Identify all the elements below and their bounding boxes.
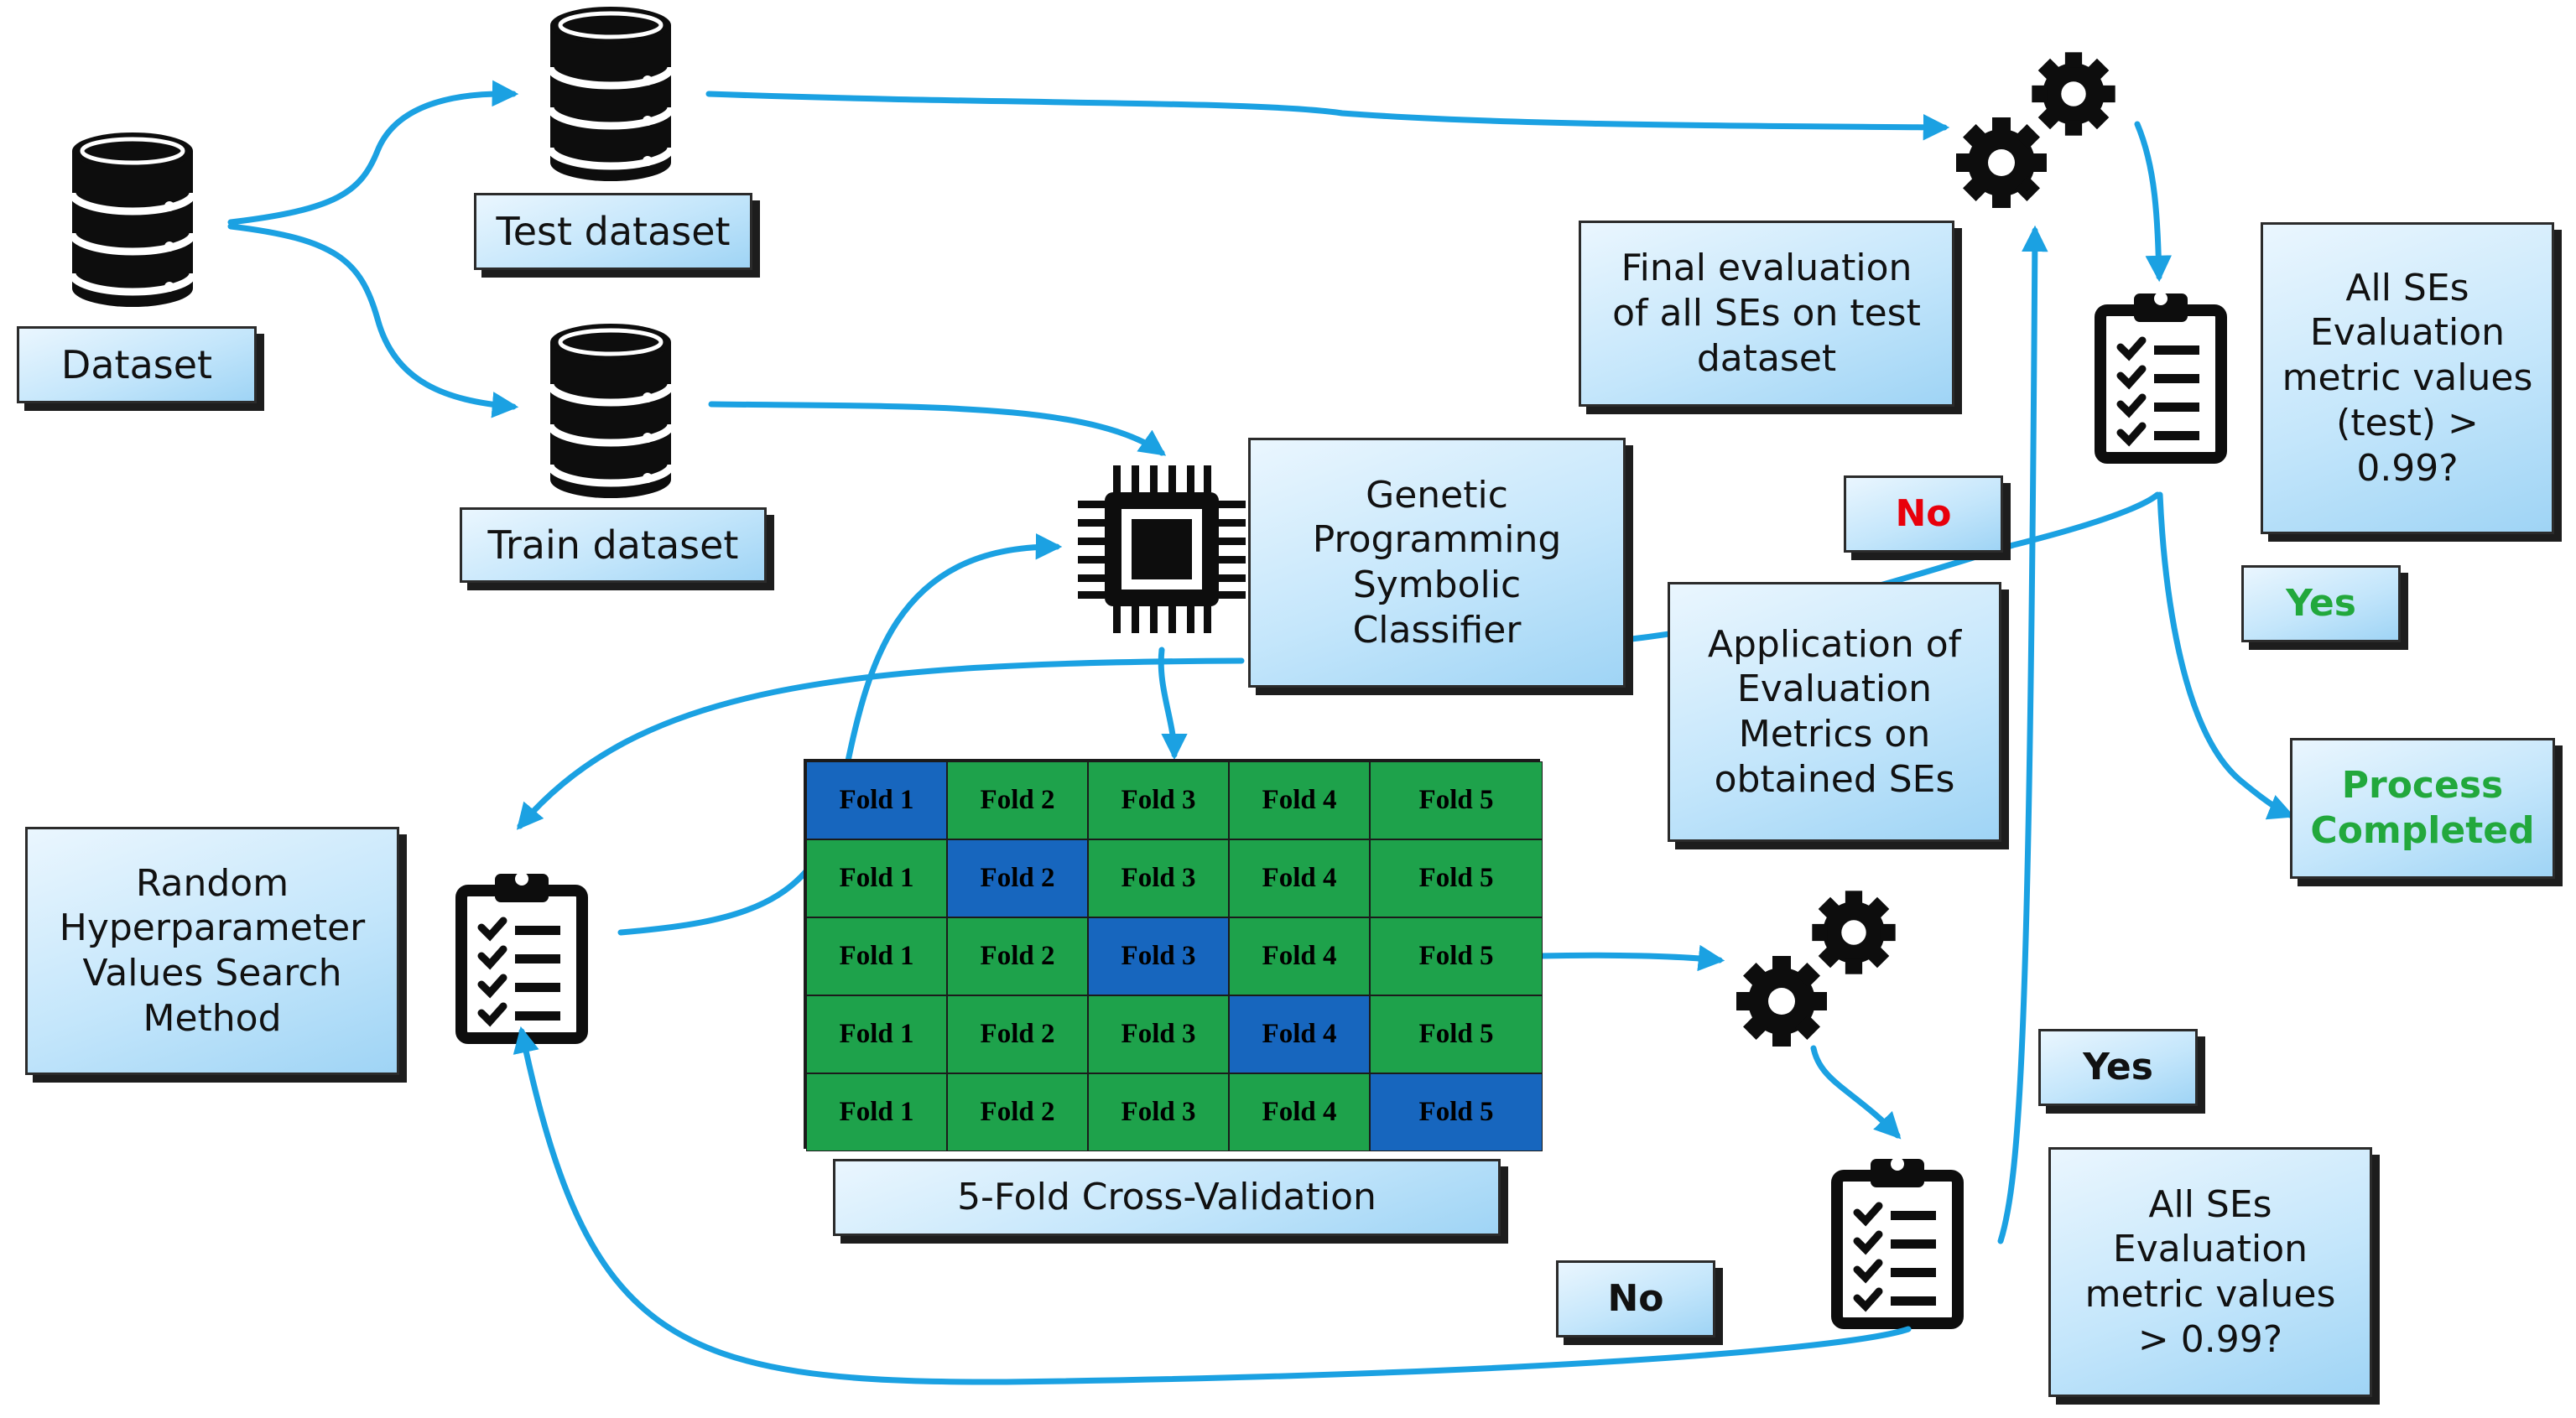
train-fold-cell: Fold 4	[1229, 917, 1370, 995]
test-database-icon	[550, 7, 671, 181]
gears-icon-top	[1956, 52, 2115, 208]
test-fold-cell: Fold 1	[806, 761, 947, 839]
train-fold-cell: Fold 4	[1229, 761, 1370, 839]
train-fold-cell: Fold 3	[1088, 839, 1229, 917]
train-fold-cell: Fold 2	[947, 917, 1088, 995]
train-fold-cell: Fold 3	[1088, 1073, 1229, 1151]
dataset-label: Dataset	[17, 326, 257, 403]
cross-validation-label: 5-Fold Cross-Validation	[833, 1159, 1501, 1236]
test-fold-cell: Fold 4	[1229, 995, 1370, 1073]
train-fold-cell: Fold 5	[1370, 995, 1543, 1073]
yes-label-bottom: Yes	[2038, 1029, 2198, 1106]
train-fold-cell: Fold 1	[806, 839, 947, 917]
test-fold-cell: Fold 2	[947, 839, 1088, 917]
no-label-bottom: No	[1556, 1260, 1715, 1337]
train-fold-cell: Fold 4	[1229, 839, 1370, 917]
clipboard-checklist-icon-bottom	[1837, 1157, 1958, 1323]
application-metrics-box: Application of Evaluation Metrics on obt…	[1668, 582, 2001, 842]
dataset-database-icon	[72, 132, 193, 307]
train-fold-cell: Fold 2	[947, 1073, 1088, 1151]
test-fold-cell: Fold 3	[1088, 917, 1229, 995]
all-ses-cv-decision-box: All SEs Evaluation metric values > 0.99?	[2048, 1147, 2372, 1397]
train-fold-cell: Fold 3	[1088, 761, 1229, 839]
test-fold-cell: Fold 5	[1370, 1073, 1543, 1151]
no-label-top: No	[1844, 475, 2003, 553]
gp-symbolic-classifier-box: Genetic Programming Symbolic Classifier	[1248, 438, 1626, 688]
train-database-icon	[550, 324, 671, 498]
gears-icon-middle	[1736, 891, 1896, 1047]
train-fold-cell: Fold 1	[806, 917, 947, 995]
train-fold-cell: Fold 5	[1370, 761, 1543, 839]
test-dataset-label: Test dataset	[474, 193, 752, 270]
random-search-method-box: Random Hyperparameter Values Search Meth…	[25, 827, 399, 1075]
process-completed-box: Process Completed	[2290, 738, 2555, 879]
clipboard-checklist-icon-top-right	[2100, 292, 2221, 458]
train-fold-cell: Fold 5	[1370, 917, 1543, 995]
final-evaluation-box: Final evaluation of all SEs on test data…	[1579, 221, 1954, 407]
yes-label-top: Yes	[2241, 565, 2401, 642]
train-fold-cell: Fold 2	[947, 761, 1088, 839]
all-ses-test-decision-box: All SEs Evaluation metric values (test) …	[2261, 222, 2554, 534]
train-fold-cell: Fold 1	[806, 1073, 947, 1151]
train-fold-cell: Fold 2	[947, 995, 1088, 1073]
cpu-chip-icon	[1078, 465, 1246, 633]
clipboard-checklist-icon-left	[461, 872, 582, 1038]
train-fold-cell: Fold 1	[806, 995, 947, 1073]
train-fold-cell: Fold 3	[1088, 995, 1229, 1073]
train-dataset-label: Train dataset	[460, 507, 767, 583]
train-fold-cell: Fold 5	[1370, 839, 1543, 917]
train-fold-cell: Fold 4	[1229, 1073, 1370, 1151]
